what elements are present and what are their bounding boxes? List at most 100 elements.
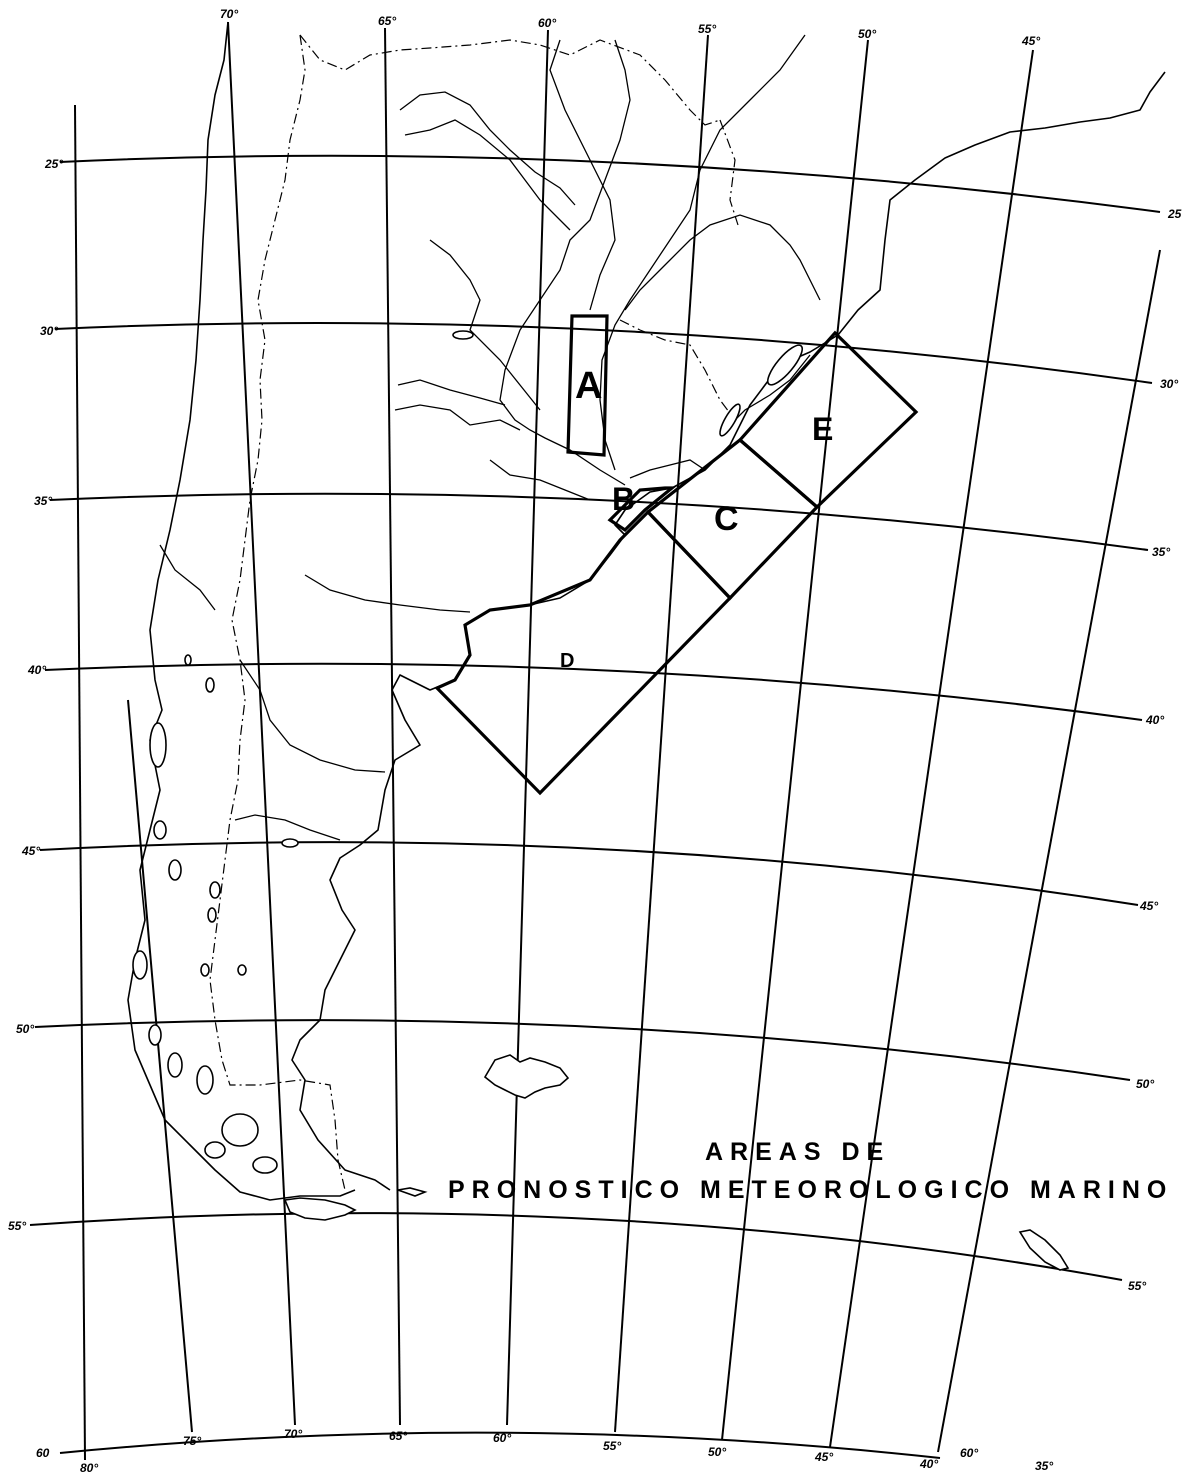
lat-label-left-50: 50° xyxy=(16,1022,34,1036)
lake-lagoa-patos xyxy=(767,344,803,386)
lat-label-left-35: 35° xyxy=(34,494,52,508)
lake-patagonia-4 xyxy=(207,907,217,923)
lat-label-right-40: 40° xyxy=(1145,713,1164,727)
lat-label-left-60: 60 xyxy=(36,1446,50,1460)
parallel-35 xyxy=(49,492,1149,551)
lon-label-bottom-65: 65° xyxy=(389,1429,407,1443)
meridian-75 xyxy=(127,699,193,1433)
lat-label-right-45: 45° xyxy=(1139,899,1158,913)
area-label-e: E xyxy=(812,411,833,447)
lon-label-bottom-75: 75° xyxy=(183,1434,201,1448)
lon-label-top-60: 60° xyxy=(538,16,556,30)
river-colorado xyxy=(304,574,471,613)
lon-label-bottom-45: 45° xyxy=(814,1450,833,1464)
lake-mirim xyxy=(719,403,741,437)
border-chile xyxy=(209,34,346,1191)
atlantic-coastline xyxy=(291,71,1166,1191)
falkland-islands xyxy=(483,1054,570,1099)
meridian-60 xyxy=(506,29,549,1426)
lon-label-bottom-60: 60° xyxy=(493,1431,511,1445)
river-parana xyxy=(499,39,631,486)
coastline xyxy=(127,21,1166,1201)
river-jacui xyxy=(724,354,811,431)
forecast-areas xyxy=(434,314,919,796)
map-title: AREAS DE PRONOSTICO METEOROLOGICO MARINO xyxy=(448,1138,1173,1204)
area-label-c: C xyxy=(714,500,739,538)
lake-patagonia-7 xyxy=(281,838,299,848)
river-pilcomayo xyxy=(399,91,576,206)
rivers xyxy=(159,34,821,841)
island-chile-3 xyxy=(168,859,182,881)
forecast-area-b xyxy=(607,486,677,533)
lat-label-left-55: 55° xyxy=(8,1219,26,1233)
title-line-2: PRONOSTICO METEOROLOGICO MARINO xyxy=(448,1176,1173,1204)
lon-label-bottom-80: 80° xyxy=(80,1461,98,1475)
islands-and-lakes xyxy=(132,330,1070,1271)
lake-patagonia-6 xyxy=(237,964,247,976)
area-labels: A B C D E xyxy=(560,365,833,672)
lon-label-top-65: 65° xyxy=(378,14,396,28)
lat-label-left-25: 25° xyxy=(44,157,63,171)
river-paraguay xyxy=(549,39,616,311)
area-label-a: A xyxy=(575,365,602,407)
island-chile-10 xyxy=(252,1156,278,1174)
river-salado xyxy=(429,239,541,411)
border-misiones xyxy=(719,119,739,226)
river-iguazu xyxy=(624,214,821,311)
river-quinto xyxy=(489,459,591,501)
latitude-labels-right: 25 30° 35° 40° 45° 50° 55° 60° xyxy=(960,207,1182,1460)
longitude-grid xyxy=(74,21,1161,1461)
river-chubut xyxy=(234,814,341,841)
river-tercero xyxy=(397,379,506,406)
lake-patagonia-5 xyxy=(200,963,210,977)
argentina-border xyxy=(209,34,739,1191)
lake-mar-chiquita xyxy=(452,330,474,340)
island-chile-6 xyxy=(167,1052,183,1078)
lat-label-right-50: 50° xyxy=(1136,1077,1154,1091)
meridian-45 xyxy=(829,49,1034,1448)
island-chile-7 xyxy=(196,1065,214,1095)
lat-label-right-30: 30° xyxy=(1160,377,1178,391)
parallel-60 xyxy=(59,1431,941,1459)
lat-label-right-35: 35° xyxy=(1152,545,1170,559)
river-dulce xyxy=(394,404,521,431)
forecast-area-e xyxy=(737,330,919,510)
lat-label-left-45: 45° xyxy=(21,844,40,858)
parallel-45 xyxy=(39,841,1139,906)
river-bermejo xyxy=(404,119,571,231)
parallel-55 xyxy=(29,1212,1123,1281)
lon-label-bottom-40: 40° xyxy=(919,1457,938,1471)
lon-label-bottom-35: 35° xyxy=(1035,1459,1053,1473)
lat-label-right-55: 55° xyxy=(1128,1279,1146,1293)
lon-label-top-55: 55° xyxy=(698,22,716,36)
lat-label-right-25: 25 xyxy=(1167,207,1182,221)
island-chile-2 xyxy=(153,820,167,840)
lake-patagonia-2 xyxy=(184,654,192,666)
longitude-labels-bottom: 80° 75° 70° 65° 60° 55° 50° 45° 40° 35° xyxy=(80,1427,1053,1475)
island-chiloe xyxy=(149,722,167,768)
forecast-area-d xyxy=(434,509,733,796)
lon-label-top-70: 70° xyxy=(220,7,238,21)
lat-label-right-60: 60° xyxy=(960,1446,978,1460)
meridian-65 xyxy=(384,27,401,1426)
lon-label-top-45: 45° xyxy=(1021,34,1040,48)
lon-label-bottom-50: 50° xyxy=(708,1445,726,1459)
parallel-25 xyxy=(59,154,1161,213)
longitude-labels-top: 70° 65° 60° 55° 50° 45° xyxy=(220,7,1040,48)
river-negro xyxy=(239,659,386,773)
parallel-50 xyxy=(34,1019,1131,1081)
isla-de-los-estados xyxy=(397,1187,428,1197)
island-chile-9 xyxy=(204,1141,226,1159)
island-chile-5 xyxy=(148,1024,162,1046)
island-chile-4 xyxy=(132,950,148,980)
lon-label-bottom-55: 55° xyxy=(603,1439,621,1453)
title-line-1: AREAS DE xyxy=(705,1138,890,1166)
pacific-coastline xyxy=(127,21,356,1201)
tierra-del-fuego xyxy=(283,1197,357,1221)
latitude-labels-left: 25° 30° 35° 40° 45° 50° 55° 60 xyxy=(8,157,63,1460)
meridian-40 xyxy=(937,249,1161,1453)
latitude-grid xyxy=(29,154,1161,1459)
river-uruguay xyxy=(599,34,806,471)
border-bolivia-paraguay xyxy=(299,34,721,126)
